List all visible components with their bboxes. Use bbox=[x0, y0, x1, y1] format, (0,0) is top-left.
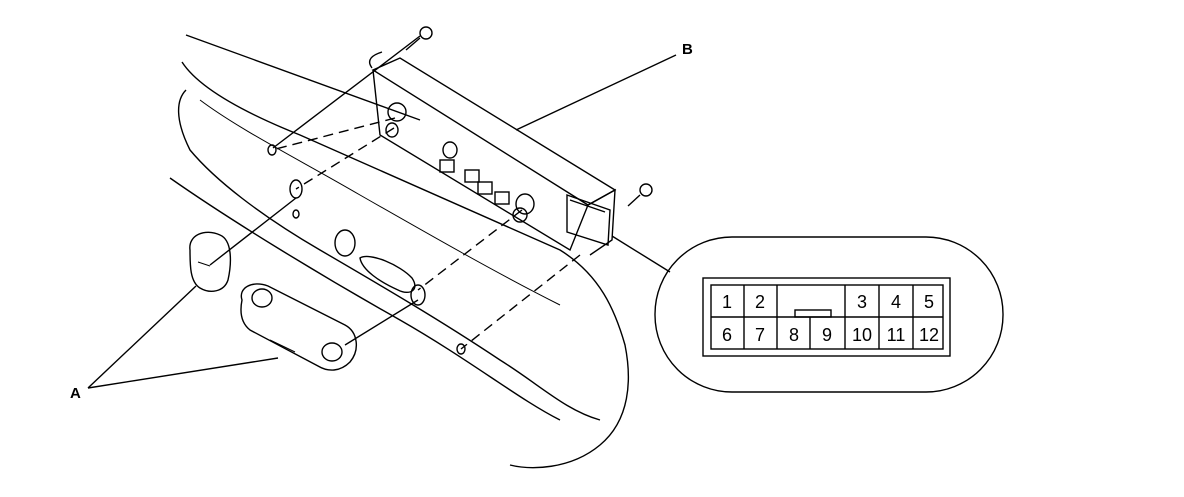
switch-unit-b bbox=[368, 51, 617, 256]
pin-label: 8 bbox=[789, 325, 799, 345]
pin-label: 11 bbox=[887, 325, 906, 345]
connector-detail-outline bbox=[654, 236, 1004, 393]
screw-top bbox=[405, 26, 433, 51]
pin-label: 1 bbox=[722, 292, 732, 312]
alignment-lines bbox=[209, 35, 581, 350]
pin-label: 3 bbox=[857, 292, 867, 312]
connector-housing bbox=[702, 277, 951, 357]
screw-right bbox=[627, 183, 653, 207]
connector-key bbox=[794, 309, 832, 318]
pin-label: 10 bbox=[852, 325, 872, 345]
callout-b: B bbox=[682, 41, 693, 58]
dashboard-panel bbox=[169, 34, 630, 469]
pin-label: 5 bbox=[924, 292, 934, 312]
pin-label: 12 bbox=[919, 325, 939, 345]
connector-detail: 1 2 3 4 5 6 7 8 9 10 11 12 bbox=[654, 236, 1004, 393]
knob-cap-single bbox=[189, 231, 232, 292]
knob-cap-triple bbox=[240, 283, 357, 371]
pin-label: 2 bbox=[755, 292, 765, 312]
pin-label: 6 bbox=[722, 325, 732, 345]
leader-lines bbox=[87, 54, 677, 389]
callout-a: A bbox=[70, 385, 81, 402]
pin-label: 9 bbox=[822, 325, 832, 345]
pin-label: 4 bbox=[891, 292, 901, 312]
pin-label: 7 bbox=[755, 325, 765, 345]
